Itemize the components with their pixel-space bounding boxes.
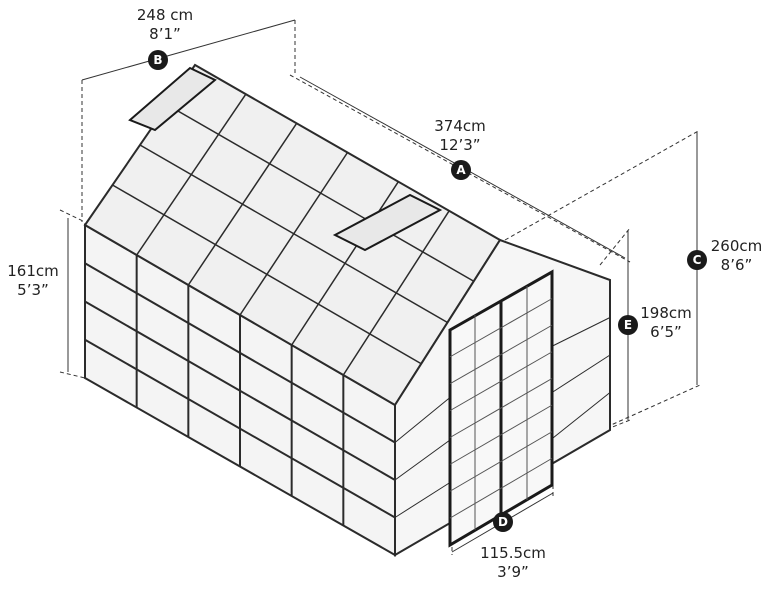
frame-bar bbox=[449, 298, 553, 358]
frame-bar bbox=[551, 392, 611, 440]
badge-d: D bbox=[493, 512, 513, 532]
roof-vent-right bbox=[332, 193, 443, 252]
badge-c: C bbox=[687, 250, 707, 270]
frame-bar bbox=[139, 144, 448, 324]
roof-panels bbox=[112, 93, 475, 376]
frame-bar bbox=[449, 457, 553, 519]
badge-e: E bbox=[618, 315, 638, 335]
frame-bar bbox=[84, 338, 396, 519]
frame-bar bbox=[394, 397, 451, 443]
frame-bar bbox=[449, 431, 553, 492]
frame-bar bbox=[112, 184, 422, 365]
frame-bar bbox=[167, 104, 475, 282]
frame-bar bbox=[551, 354, 611, 393]
roof-vent-left bbox=[128, 66, 217, 132]
dimension-extension-lines bbox=[59, 20, 701, 555]
frame-bar bbox=[394, 482, 451, 518]
frame-bar bbox=[449, 378, 553, 438]
frame-bar bbox=[449, 404, 553, 465]
frame-bar bbox=[449, 351, 553, 412]
frame-bar bbox=[394, 439, 451, 481]
frame-bar bbox=[449, 324, 553, 385]
badge-b: B bbox=[148, 50, 168, 70]
badge-a: A bbox=[451, 160, 471, 180]
side-wall-posts bbox=[84, 255, 396, 526]
frame-bar bbox=[551, 317, 611, 347]
frame-bar bbox=[84, 262, 396, 444]
frame-bar bbox=[84, 300, 396, 481]
